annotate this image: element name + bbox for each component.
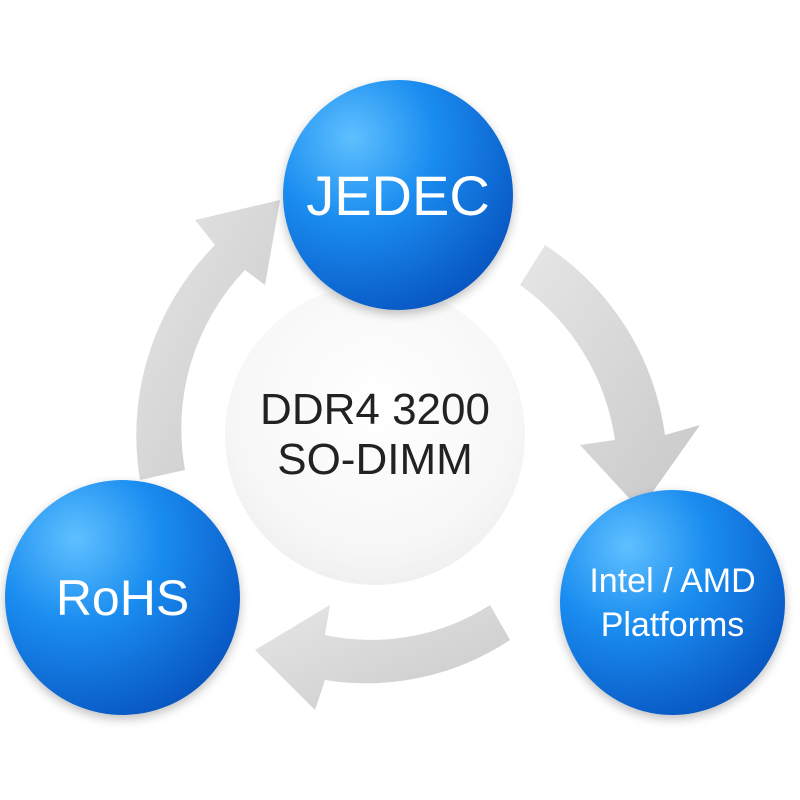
center-line1: DDR4 3200	[260, 385, 490, 434]
node-jedec: JEDEC	[283, 80, 513, 310]
node-rohs-label: RoHS	[55, 569, 190, 626]
node-rohs: RoHS	[5, 480, 240, 715]
arrow-top-to-right	[520, 245, 700, 510]
node-platforms-line1: Intel / AMD	[589, 561, 756, 600]
node-jedec-label: JEDEC	[306, 163, 490, 227]
node-platforms-line2: Platforms	[600, 605, 745, 644]
arrow-left-to-top	[136, 200, 280, 480]
center-line2: SO-DIMM	[277, 435, 473, 484]
arrow-right-to-left	[255, 605, 510, 710]
node-platforms: Intel / AMD Platforms	[560, 490, 785, 715]
center-label: DDR4 3200 SO-DIMM	[225, 285, 525, 585]
